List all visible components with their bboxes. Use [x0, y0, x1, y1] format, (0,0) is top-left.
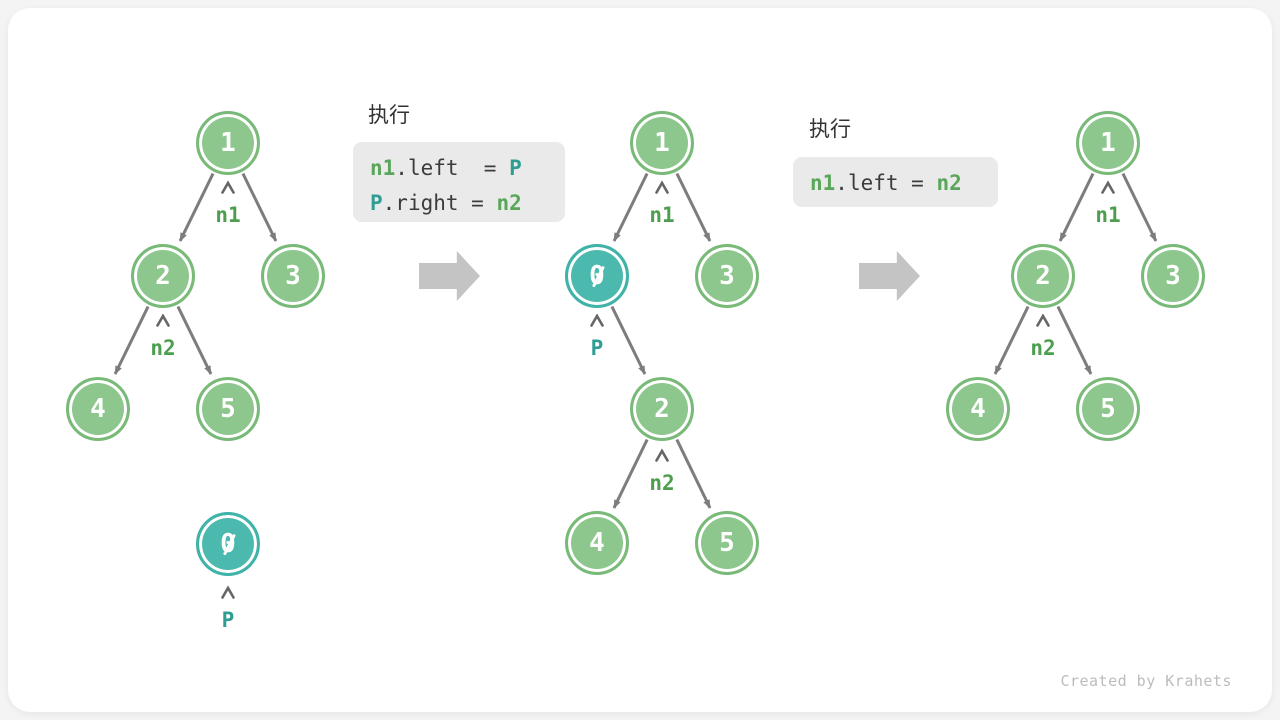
tree-before-node-2: 2 [131, 244, 195, 308]
tree-middle-node-5: 5 [695, 511, 759, 575]
pointer-label-n1: n1 [215, 203, 241, 227]
code-token: P [509, 156, 522, 180]
tree-before-node-4: 4 [66, 377, 130, 441]
watermark-text: Created by Krahets [1060, 672, 1232, 690]
tree-middle-node-2: 2 [630, 377, 694, 441]
tree-after-node-2: 2 [1011, 244, 1075, 308]
node-value: 4 [970, 394, 986, 424]
code-block-title: 执行 [368, 104, 410, 127]
node-value: 1 [1100, 128, 1116, 158]
code-token: P [370, 191, 383, 215]
node-value: 3 [285, 261, 301, 291]
code-token: n1 [810, 171, 836, 195]
code-line: n1.left = n2 [810, 166, 981, 201]
pointer-label-n1: n1 [1095, 203, 1121, 227]
flow-right-arrow-icon [419, 251, 480, 301]
node-value: 0 [220, 529, 236, 559]
pointer-label-n1: n1 [649, 203, 675, 227]
node-value: 5 [719, 528, 735, 558]
node-value: 3 [1165, 261, 1181, 291]
code-token: n2 [496, 191, 522, 215]
node-value: 2 [654, 394, 670, 424]
pointer-label-n2: n2 [1030, 336, 1056, 360]
code-block-title: 执行 [809, 118, 851, 141]
tree-middle-node-3: 3 [695, 244, 759, 308]
node-value: 3 [719, 261, 735, 291]
tree-before-node-1: 1 [196, 111, 260, 175]
node-value: 4 [90, 394, 106, 424]
code-box: n1.left = n2 [793, 157, 998, 207]
pointer-label-P: P [221, 608, 235, 632]
code-token: n2 [936, 171, 962, 195]
tree-after-node-1: 1 [1076, 111, 1140, 175]
code-token: n1 [370, 156, 396, 180]
node-value: 1 [654, 128, 670, 158]
tree-middle-node-0: 0 [565, 244, 629, 308]
node-value: 2 [1035, 261, 1051, 291]
pointer-label-P: P [590, 336, 604, 360]
node-value: 0 [589, 261, 605, 291]
node-value: 2 [155, 261, 171, 291]
code-token: .right = [382, 191, 497, 215]
code-line: n1.left = P [370, 151, 548, 186]
tree-after-node-4: 4 [946, 377, 1010, 441]
tree-middle-node-1: 1 [630, 111, 694, 175]
tree-before-node-5: 5 [196, 377, 260, 441]
pointer-label-n2: n2 [649, 471, 675, 495]
tree-after-node-3: 3 [1141, 244, 1205, 308]
node-value: 1 [220, 128, 236, 158]
node-value: 4 [589, 528, 605, 558]
node-value: 5 [220, 394, 236, 424]
code-token: .left = [395, 156, 510, 180]
tree-middle-node-4: 4 [565, 511, 629, 575]
node-value: 5 [1100, 394, 1116, 424]
tree-before-node-0: 0 [196, 512, 260, 576]
flow-right-arrow-icon [859, 251, 920, 301]
code-line: P.right = n2 [370, 186, 548, 221]
tree-before-node-3: 3 [261, 244, 325, 308]
code-token: .left = [835, 171, 937, 195]
tree-after-node-5: 5 [1076, 377, 1140, 441]
pointer-label-n2: n2 [150, 336, 176, 360]
